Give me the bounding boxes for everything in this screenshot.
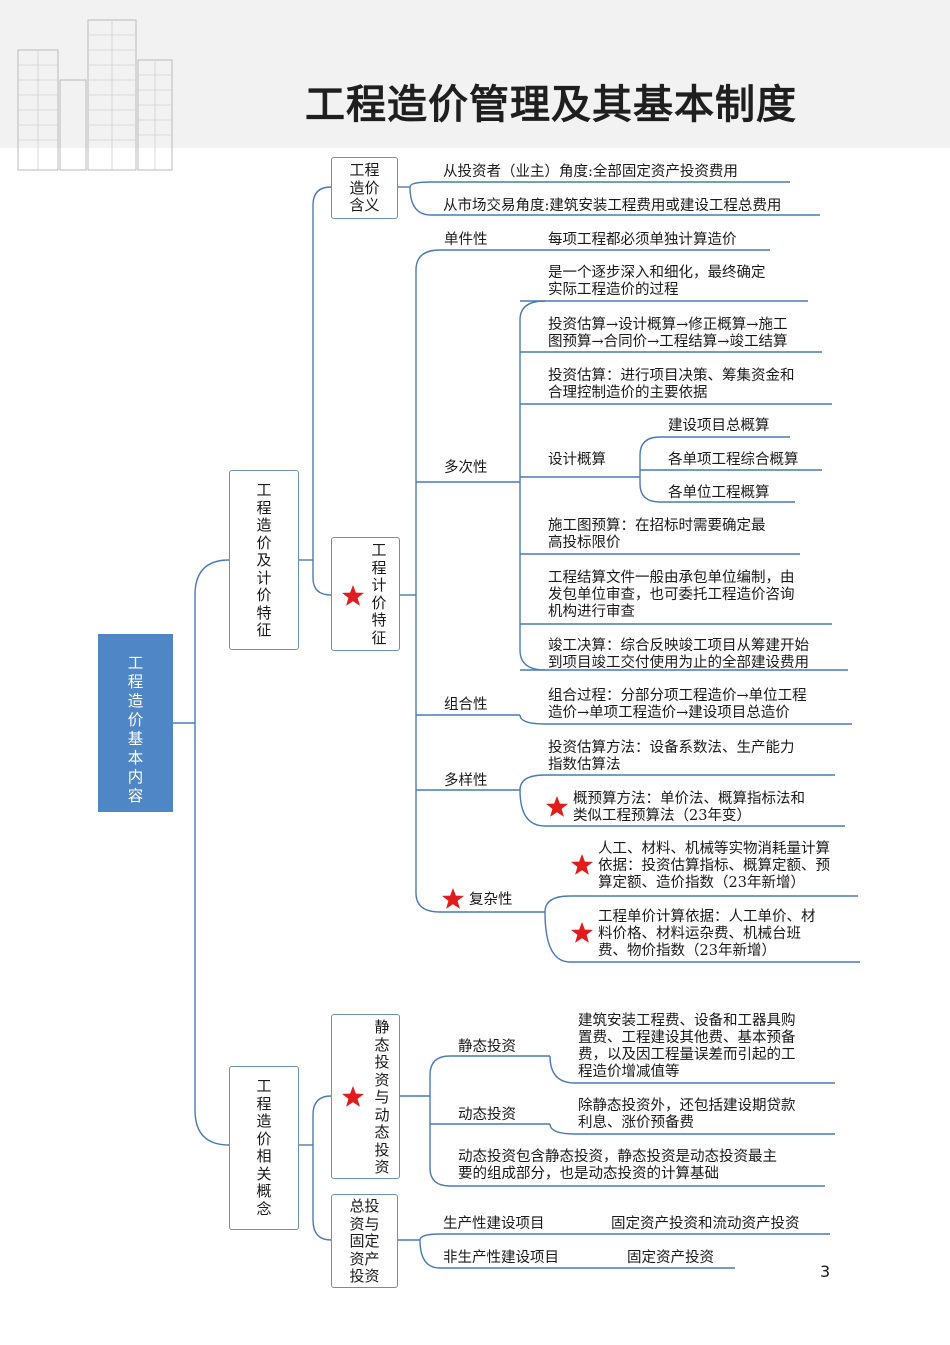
node-cost-meaning: 工程造价含义 [331,157,398,219]
branch-node-related-concepts-label: 工程造价 相关概念 [256,1077,272,1218]
star-icon [442,888,464,909]
diverse-budget: 概预算方法：单价法、概算指标法和类似工程预算法（23年变） [573,791,805,824]
root-node: 工程造价 基本内容 [98,634,173,812]
star-icon [342,585,364,606]
multi-item-sequence: 投资估算→设计概算→修正概算→施工图预算→合同价→工程结算→竣工结算 [548,317,788,350]
meaning-market: 从市场交易角度:建筑安装工程费用或建设工程总费用 [443,198,782,214]
combo-text: 组合过程：分部分项工程造价→单位工程造价→单项工程造价→建设项目总造价 [548,688,807,721]
node-pricing-features-label: 工程计 价特征 [371,541,387,647]
multi-design-label: 设计概算 [548,452,606,468]
static-label: 静态投资 [458,1039,516,1055]
node-total-investment: 总投资与固定资产投资 [331,1194,398,1288]
feature-single-text: 每项工程都必须单独计算造价 [548,232,737,248]
multi-item-construction: 施工图预算：在招标时需要确定最高投标限价 [548,518,766,551]
node-static-dynamic: 静态投 资与动 态投资 [331,1014,400,1179]
feature-multi-label: 多次性 [444,460,488,476]
design-item-single: 各单项工程综合概算 [668,452,799,468]
nonproductive-text: 固定资产投资 [627,1250,714,1266]
meaning-investor: 从投资者（业主）角度:全部固定资产投资费用 [443,164,738,180]
dynamic-text: 除静态投资外，还包括建设期贷款利息、涨价预备费 [578,1098,796,1131]
star-icon [342,1086,364,1107]
feature-combo-label: 组合性 [444,697,488,713]
feature-diverse-label: 多样性 [444,773,488,789]
star-icon [571,854,593,875]
productive-label: 生产性建设项目 [443,1216,545,1232]
feature-single-label: 单件性 [444,232,488,248]
root-node-label: 工程造价 基本内容 [127,654,144,805]
header-band [0,0,950,148]
dynamic-label: 动态投资 [458,1107,516,1123]
complex-unit-price-basis: 工程单价计算依据：人工单价、材料价格、材料运杂费、机械台班费、物价指数（23年新… [598,909,816,959]
static-dynamic-relation: 动态投资包含静态投资，静态投资是动态投资最主要的组成部分，也是动态投资的计算基础 [458,1149,777,1182]
node-static-dynamic-label: 静态投 资与动 态投资 [374,1018,390,1176]
multi-item-estimate: 投资估算：进行项目决策、筹集资金和合理控制造价的主要依据 [548,368,795,401]
node-pricing-features: 工程计 价特征 [331,537,400,651]
city-skyline-icon [17,19,173,171]
star-icon [571,922,593,943]
feature-complex-label: 复杂性 [469,892,513,908]
static-text: 建筑安装工程费、设备和工器具购置费、工程建设其他费、基本预备费，以及因工程量误差… [578,1013,796,1080]
multi-item-settlement: 工程结算文件一般由承包单位编制，由发包单位审查，也可委托工程造价咨询机构进行审查 [548,570,795,620]
complex-quantity-basis: 人工、材料、机械等实物消耗量计算依据：投资估算指标、概算定额、预算定额、造价指数… [598,841,830,891]
design-item-total: 建设项目总概算 [668,418,770,434]
productive-text: 固定资产投资和流动资产投资 [611,1216,800,1232]
star-icon [546,796,568,817]
multi-item-process: 是一个逐步深入和细化，最终确定实际工程造价的过程 [548,265,766,298]
branch-node-pricing-features: 工程造价 及计价特 征 [229,470,299,650]
page-number: 3 [820,1262,831,1281]
node-total-investment-label: 总投资与固定资产投资 [349,1197,380,1285]
design-item-unit: 各单位工程概算 [668,485,770,501]
node-cost-meaning-label: 工程造价含义 [349,161,380,214]
page-title: 工程造价管理及其基本制度 [305,82,797,128]
multi-item-final-accounts: 竣工决算：综合反映竣工项目从筹建开始到项目竣工交付使用为止的全部建设费用 [548,638,809,671]
nonproductive-label: 非生产性建设项目 [443,1250,559,1266]
branch-node-pricing-features-label: 工程造价 及计价特 征 [256,481,272,639]
diverse-estimate: 投资估算方法：设备系数法、生产能力指数估算法 [548,740,795,773]
branch-node-related-concepts: 工程造价 相关概念 [229,1066,299,1230]
